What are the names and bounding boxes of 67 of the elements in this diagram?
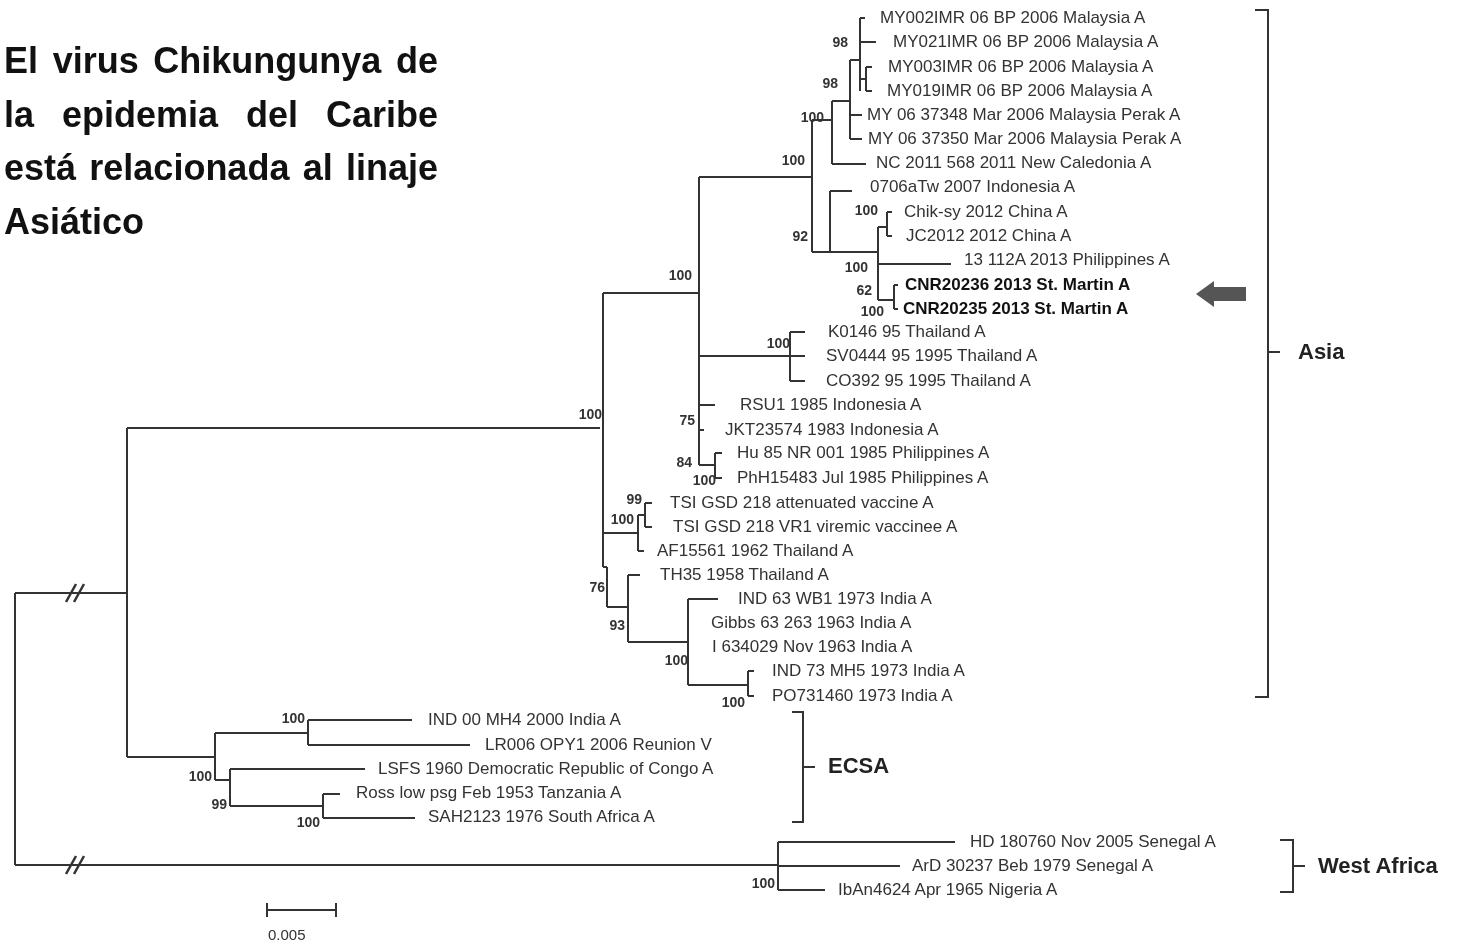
taxon-label: HD 180760 Nov 2005 Senegal A [970, 832, 1216, 852]
taxon-label: JKT23574 1983 Indonesia A [725, 420, 939, 440]
taxon-label: IbAn4624 Apr 1965 Nigeria A [838, 880, 1058, 900]
clade-label: ECSA [828, 756, 890, 776]
bootstrap-value: 100 [664, 651, 688, 670]
taxon-label: IND 73 MH5 1973 India A [772, 661, 965, 681]
bootstrap-value: 100 [751, 874, 775, 893]
taxon-label: ArD 30237 Beb 1979 Senegal A [912, 856, 1154, 876]
taxon-label: MY019IMR 06 BP 2006 Malaysia A [887, 81, 1153, 101]
bootstrap-value: 99 [626, 490, 642, 509]
taxon-label: RSU1 1985 Indonesia A [740, 395, 922, 415]
taxon-label: MY 06 37350 Mar 2006 Malaysia Perak A [868, 129, 1182, 149]
bootstrap-value: 93 [609, 616, 625, 635]
taxon-label: CO392 95 1995 Thailand A [826, 371, 1031, 391]
taxon-label: K0146 95 Thailand A [828, 322, 986, 342]
bootstrap-value: 100 [692, 471, 716, 490]
taxon-label: MY 06 37348 Mar 2006 Malaysia Perak A [867, 105, 1181, 125]
taxon-label: PO731460 1973 India A [772, 686, 953, 706]
taxon-label: LSFS 1960 Democratic Republic of Congo A [378, 759, 714, 779]
bootstrap-value: 62 [856, 281, 872, 300]
bootstrap-value: 100 [281, 709, 305, 728]
taxon-label: LR006 OPY1 2006 Reunion V [485, 735, 712, 755]
clade-label: Asia [1298, 342, 1345, 362]
taxon-label: IND 63 WB1 1973 India A [738, 589, 932, 609]
bootstrap-value: 100 [188, 767, 212, 786]
bootstrap-value: 75 [679, 411, 695, 430]
taxon-label: CNR20236 2013 St. Martin A [905, 275, 1131, 295]
bootstrap-value: 100 [766, 334, 790, 353]
taxon-label: Hu 85 NR 001 1985 Philippines A [737, 443, 990, 463]
bootstrap-value: 100 [781, 151, 805, 170]
bootstrap-value: 98 [832, 33, 848, 52]
taxon-label: MY003IMR 06 BP 2006 Malaysia A [888, 57, 1154, 77]
taxon-label: SV0444 95 1995 Thailand A [826, 346, 1038, 366]
taxon-label: TH35 1958 Thailand A [660, 565, 829, 585]
taxon-label: AF15561 1962 Thailand A [657, 541, 854, 561]
taxon-label: TSI GSD 218 VR1 viremic vaccinee A [673, 517, 958, 537]
scale-label: 0.005 [268, 925, 306, 945]
bootstrap-value: 100 [854, 201, 878, 220]
bootstrap-value: 92 [792, 227, 808, 246]
heading: El virus Chikungunya de la epidemia del Caribe está relacionada al linaje Asiático [4, 39, 438, 244]
taxon-label: Chik-sy 2012 China A [904, 202, 1068, 222]
bootstrap-value: 99 [211, 795, 227, 814]
taxon-label: Gibbs 63 263 1963 India A [711, 613, 912, 633]
taxon-label: MY002IMR 06 BP 2006 Malaysia A [880, 8, 1146, 28]
bootstrap-value: 100 [844, 258, 868, 277]
bootstrap-value: 100 [610, 510, 634, 529]
taxon-label: Ross low psg Feb 1953 Tanzania A [356, 783, 622, 803]
bootstrap-value: 76 [589, 578, 605, 597]
taxon-label: JC2012 2012 China A [906, 226, 1072, 246]
taxon-label: 13 112A 2013 Philippines A [964, 250, 1170, 270]
bootstrap-value: 84 [676, 453, 692, 472]
taxon-label: MY021IMR 06 BP 2006 Malaysia A [893, 32, 1159, 52]
clade-label: West Africa [1318, 856, 1438, 876]
taxon-label: PhH15483 Jul 1985 Philippines A [737, 468, 989, 488]
taxon-label: CNR20235 2013 St. Martin A [903, 299, 1129, 319]
taxon-label: IND 00 MH4 2000 India A [428, 710, 621, 730]
bootstrap-value: 100 [578, 405, 602, 424]
taxon-label: I 634029 Nov 1963 India A [712, 637, 913, 657]
bootstrap-value: 98 [822, 74, 838, 93]
taxon-label: TSI GSD 218 attenuated vaccine A [670, 493, 934, 513]
bootstrap-value: 100 [860, 302, 884, 321]
taxon-label: 0706aTw 2007 Indonesia A [870, 177, 1076, 197]
taxon-label: SAH2123 1976 South Africa A [428, 807, 655, 827]
taxon-label: NC 2011 568 2011 New Caledonia A [876, 153, 1152, 173]
bootstrap-value: 100 [668, 266, 692, 285]
bootstrap-value: 100 [721, 693, 745, 712]
bootstrap-value: 100 [296, 813, 320, 832]
